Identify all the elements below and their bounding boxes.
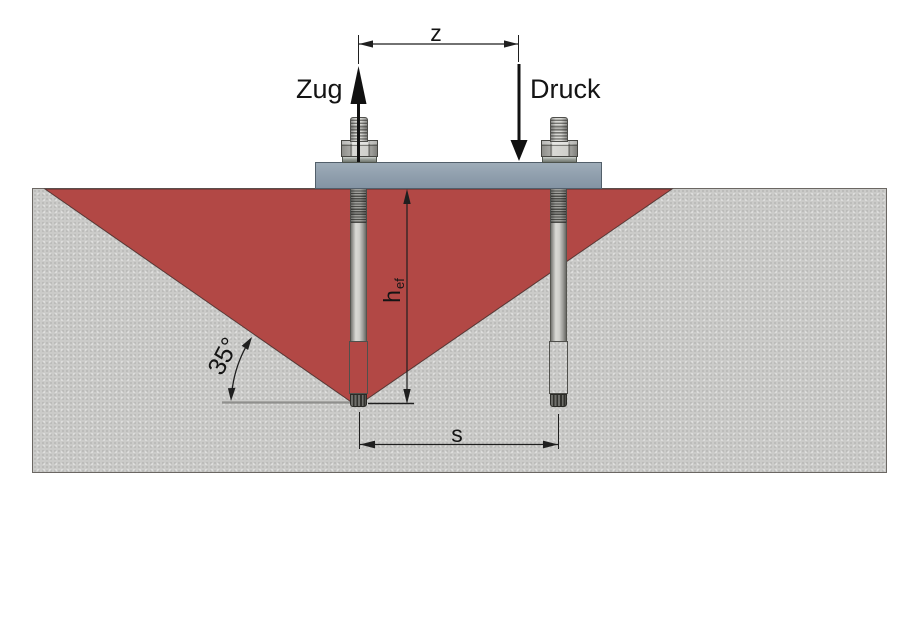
label-spacing-s: s: [451, 421, 463, 447]
arrowhead-down-icon: [403, 389, 411, 404]
label-hef-symbol: h: [379, 290, 405, 303]
compression-force-arrow: [510, 64, 528, 161]
bolt-expansion-sleeve: [549, 341, 568, 394]
arrow-down-icon: [510, 140, 528, 161]
arrowhead-right-icon: [543, 440, 558, 449]
bolt-tip: [350, 394, 367, 407]
steel-plate: [315, 162, 602, 189]
bolt-shank: [350, 223, 367, 342]
arrowhead-lower-icon: [227, 387, 236, 401]
arrowhead-left-icon: [360, 440, 375, 449]
label-hef-subscript: ef: [392, 278, 407, 290]
arrow-up-icon: [350, 66, 367, 104]
arrowhead-right-icon: [504, 40, 518, 48]
label-compression-druck: Druck: [530, 74, 601, 104]
bolt-thread-embedded: [550, 189, 567, 224]
label-tension-zug: Zug: [296, 74, 343, 104]
arrowhead-upper-icon: [241, 337, 252, 350]
label-lever-arm-z: z: [430, 20, 442, 46]
bolt-shank: [550, 223, 567, 342]
arrowhead-left-icon: [359, 40, 373, 48]
bolt-thread-embedded: [350, 189, 367, 224]
arrowhead-up-icon: [403, 189, 411, 204]
bolt-expansion-sleeve: [349, 341, 368, 394]
dimension-hef: [368, 189, 414, 405]
dimension-s: [359, 412, 559, 449]
bolt-threaded-stud: [550, 117, 568, 142]
tension-force-arrow: [350, 66, 367, 162]
bolt-tip: [550, 394, 567, 407]
dimension-z: [358, 35, 519, 64]
angle-arc: [227, 337, 252, 401]
